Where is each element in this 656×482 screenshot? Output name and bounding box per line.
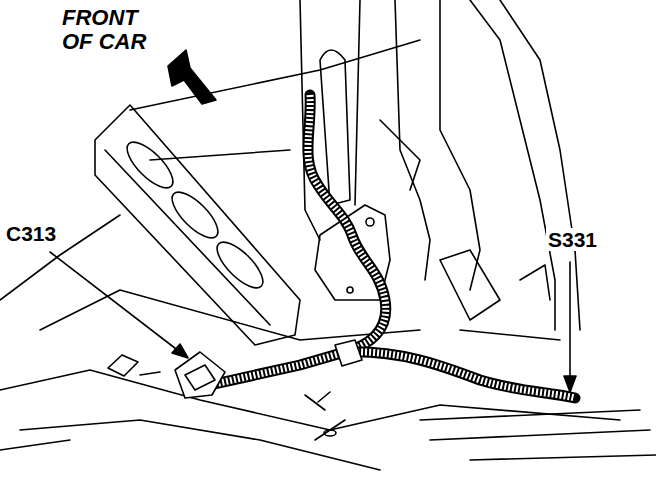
connector-label: C313 xyxy=(4,222,58,245)
direction-label: FRONT OF CAR xyxy=(60,6,162,54)
splice-label: S331 xyxy=(546,228,599,251)
